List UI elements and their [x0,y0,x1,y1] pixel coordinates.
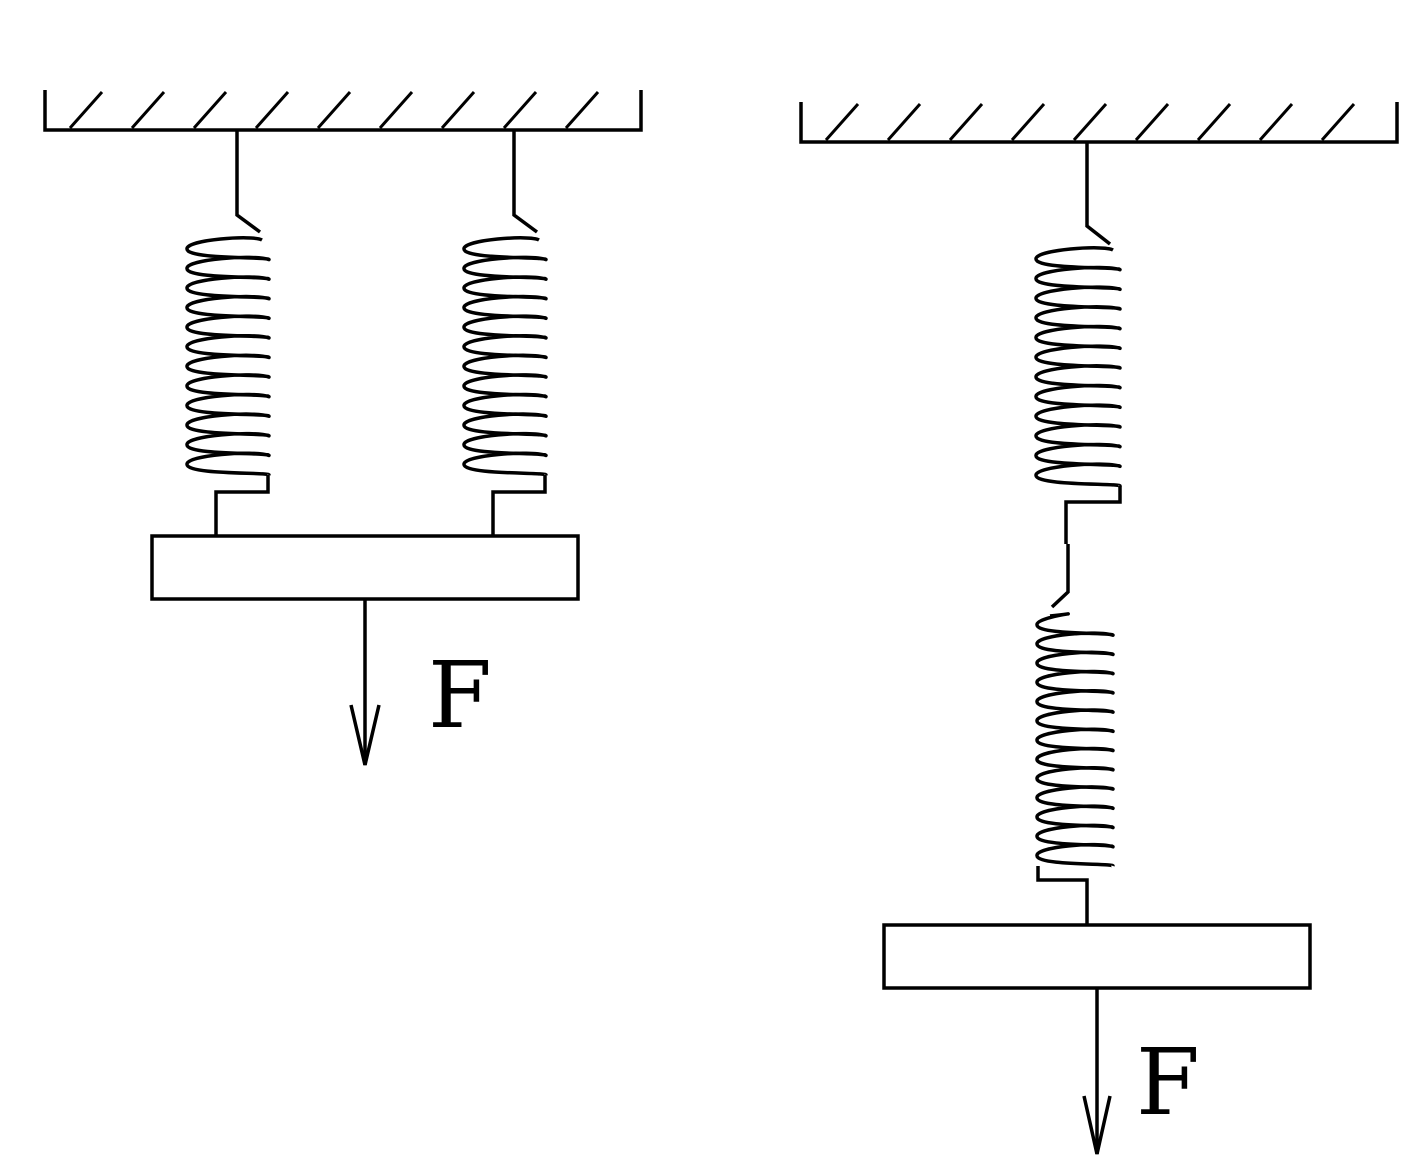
spring-left-2-bottom-wire [491,475,547,536]
ceiling-left-hatch-line-7 [502,91,538,129]
force-arrow-left [349,599,381,766]
ceiling-left-hatch-line-0 [68,91,104,129]
spring-right-upper-bottom-wire [1064,486,1122,544]
ceiling-left-bracket [43,90,643,132]
ceiling-left-hatch-line-5 [378,91,414,129]
ceiling-left-hatch-line-2 [192,91,228,129]
spring-right-lower-top-wire [1050,544,1070,609]
force-arrow-left-head [349,704,381,766]
ceiling-right-hatch-line-7 [1258,103,1294,141]
force-arrow-right [1082,988,1112,1155]
plate-left [150,534,580,601]
spring-left-2-coil [462,236,548,477]
ceiling-right-hatch-line-8 [1320,103,1356,141]
ceiling-left-hatch-line-4 [316,91,352,129]
force-label-right: F [1136,1029,1200,1136]
series-spring-system: F [799,102,1399,1155]
ceiling-right-bracket [799,102,1399,144]
spring-left-1-top-wire [235,130,262,234]
spring-right-upper-coil [1034,246,1122,488]
ceiling-left-hatch-line-1 [130,91,166,129]
ceiling-right-hatch-line-6 [1196,103,1232,141]
ceiling-left-hatch-line-8 [564,91,600,129]
ceiling-right-hatch-line-2 [948,103,984,141]
spring-left-1-coil [185,236,271,477]
ceiling-left [43,90,643,132]
ceiling-right-hatch-line-3 [1010,103,1046,141]
spring-right-lower [1035,544,1115,925]
ceiling-right-hatch-line-0 [824,103,860,141]
plate-right [882,923,1312,990]
force-label-left: F [428,642,492,749]
ceiling-left-hatching [68,91,600,129]
spring-left-1-bottom-wire [214,475,270,536]
ceiling-right-hatch-line-4 [1072,103,1108,141]
spring-left-2-top-wire [512,130,539,234]
force-arrow-right-head [1082,1095,1112,1155]
spring-right-lower-bottom-wire [1036,866,1089,925]
ceiling-right-hatch-line-5 [1134,103,1170,141]
spring-right-lower-coil [1035,612,1115,868]
ceiling-left-hatch-line-3 [254,91,290,129]
parallel-spring-system: F [43,90,643,766]
spring-left-2 [462,130,548,536]
spring-right-upper [1034,142,1122,544]
ceiling-right-hatch-line-1 [886,103,922,141]
ceiling-right-hatching [824,103,1356,141]
spring-right-upper-top-wire [1085,142,1112,246]
ceiling-left-hatch-line-6 [440,91,476,129]
spring-left-1 [185,130,271,536]
ceiling-right [799,102,1399,144]
